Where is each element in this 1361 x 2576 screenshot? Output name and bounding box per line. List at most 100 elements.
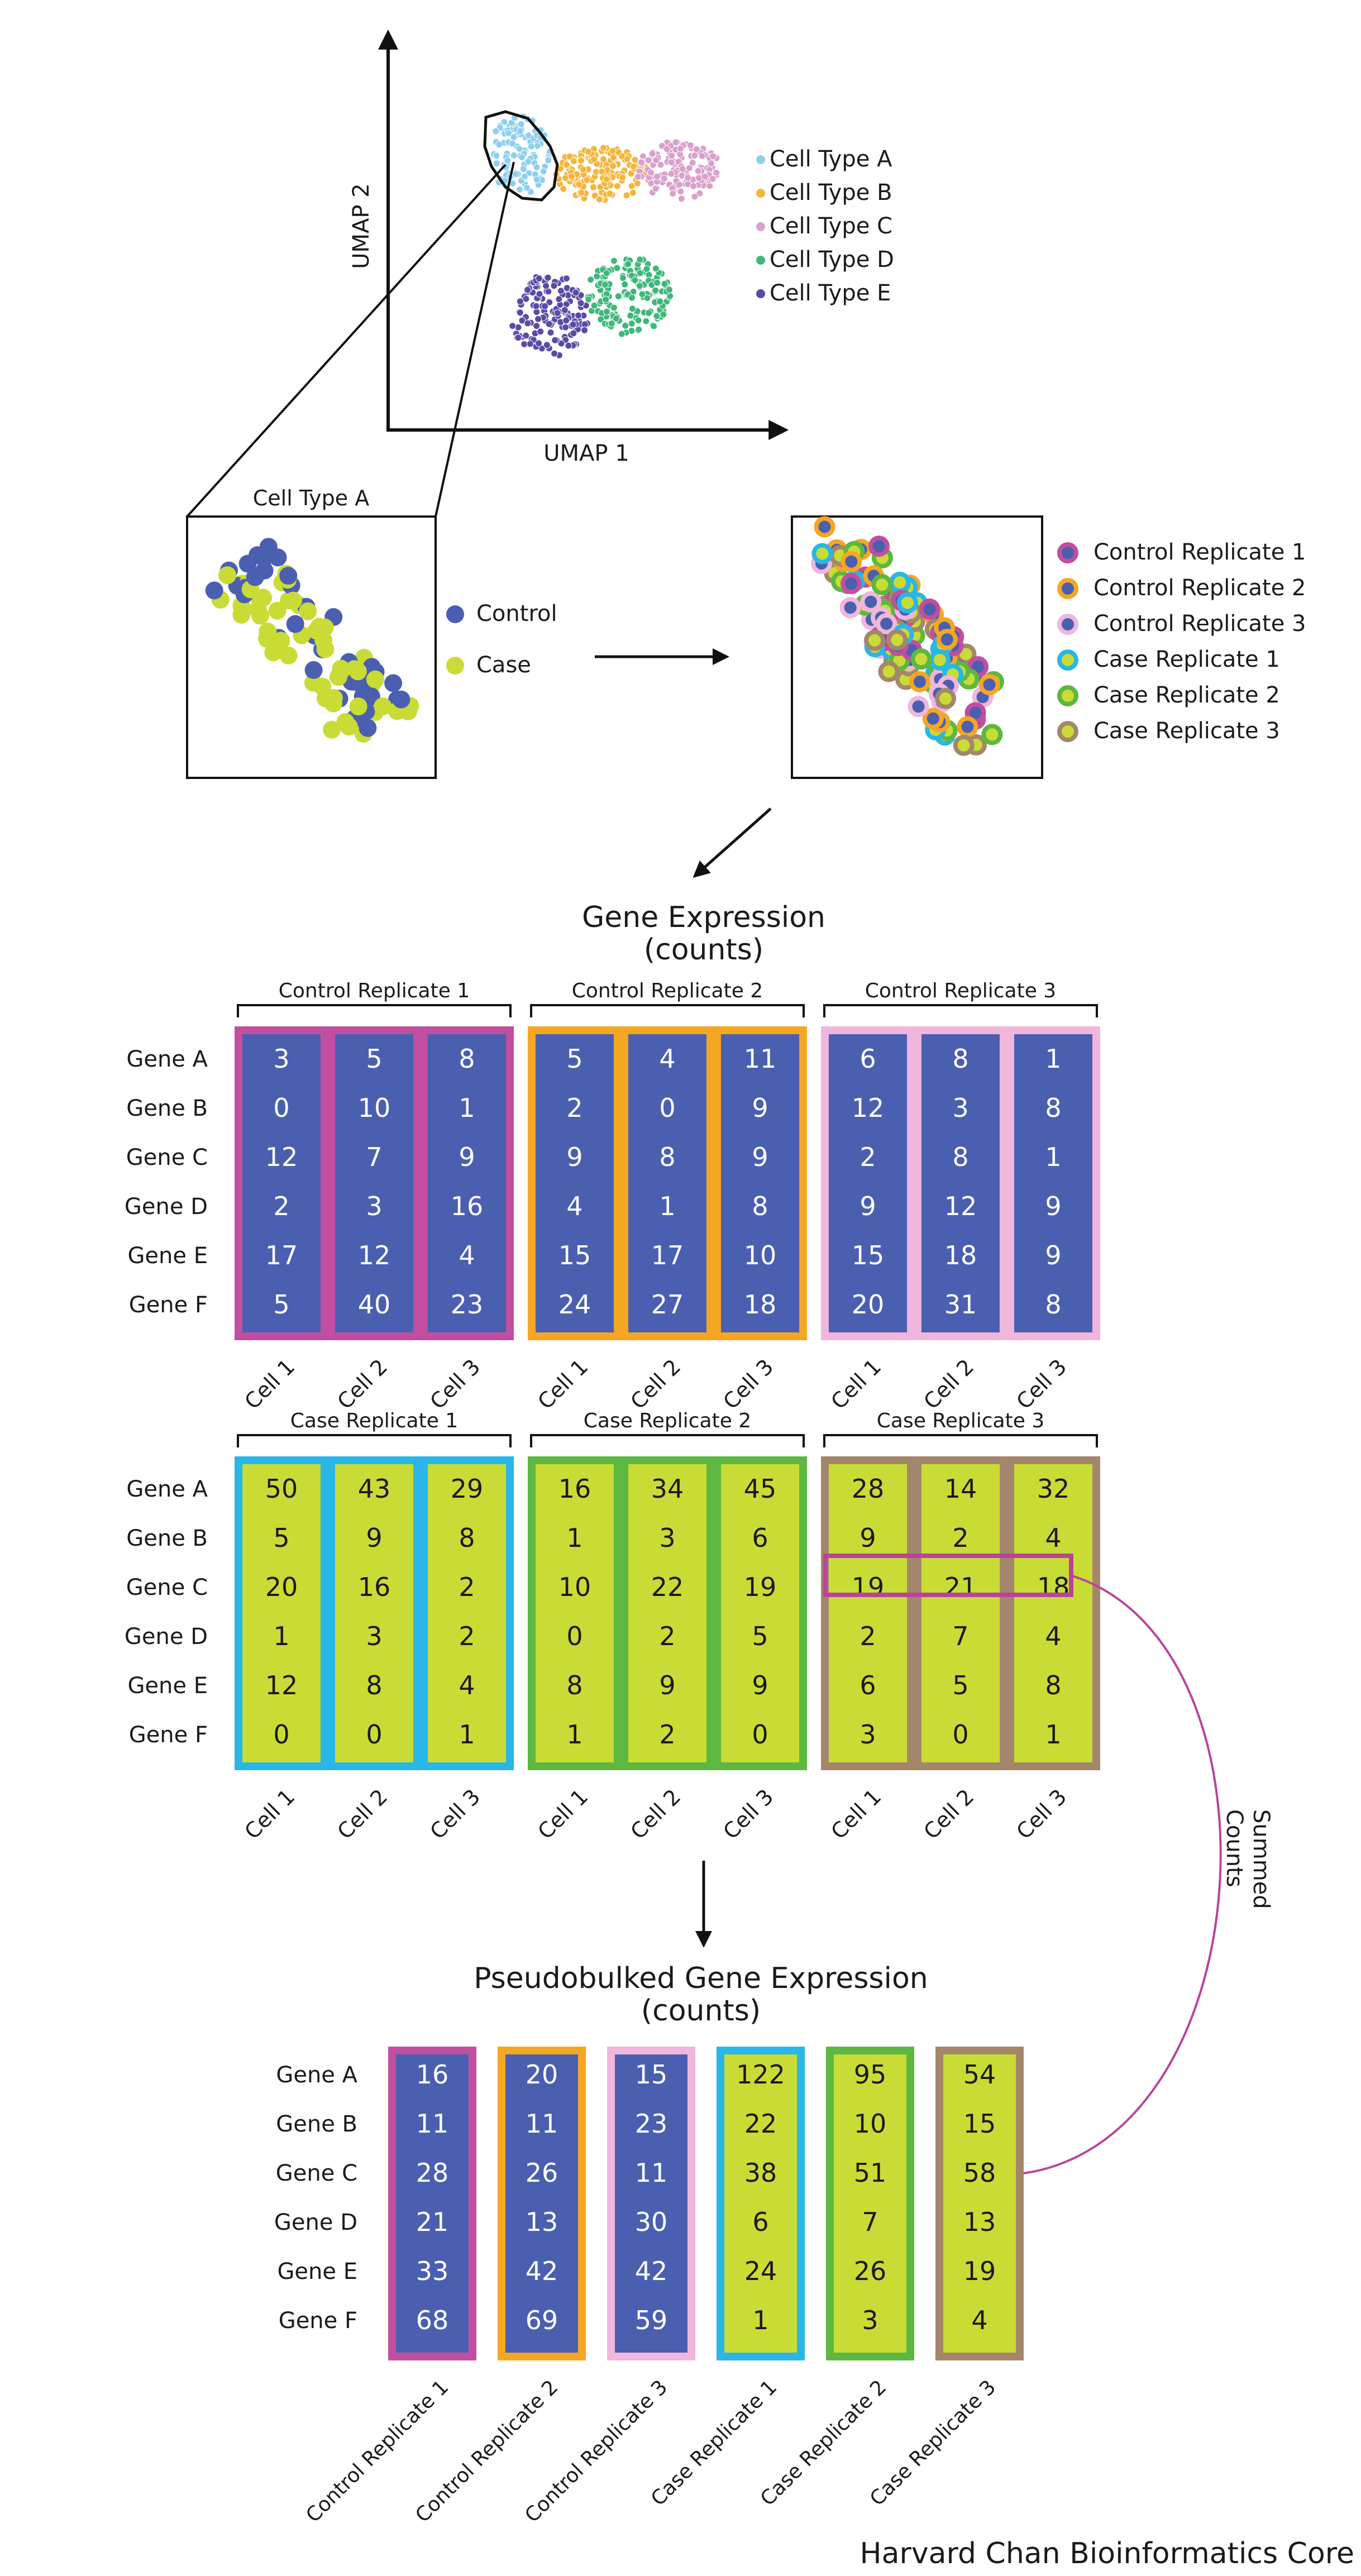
umap-cell-dot	[537, 328, 545, 336]
count-value: 0	[566, 1621, 582, 1651]
umap-cell-dot	[603, 308, 610, 316]
pseudobulk-value: 11	[526, 2109, 558, 2139]
umap-cell-dot	[600, 144, 608, 152]
count-value: 20	[265, 1572, 298, 1602]
umap-cell-dot	[517, 120, 525, 128]
pseudobulk-value: 16	[416, 2059, 449, 2090]
count-value: 3	[366, 1621, 382, 1651]
umap-cell-dot	[691, 152, 699, 159]
umap-cell-dot	[516, 309, 524, 317]
legend-dot-icon	[446, 657, 464, 675]
umap-cell-dot	[505, 129, 513, 137]
replicate-cell-dot	[953, 734, 975, 756]
control-case-dots	[205, 538, 419, 743]
umap-cell-dot	[713, 169, 720, 176]
umap-cell-dot	[623, 192, 631, 199]
pseudobulk-column	[943, 2054, 1016, 2353]
gene-label: Gene B	[126, 1526, 208, 1551]
umap-cell-dot	[584, 148, 592, 156]
count-value: 3	[952, 1093, 968, 1123]
umap-cell-dot	[575, 180, 583, 188]
count-value: 8	[366, 1670, 382, 1700]
case-cell-dot	[258, 629, 276, 648]
cell-type-a-outline	[483, 110, 559, 202]
umap-cell-dot	[561, 306, 569, 314]
count-value: 1	[1045, 1719, 1061, 1750]
count-value: 16	[558, 1474, 591, 1504]
count-value: 1	[1045, 1044, 1061, 1074]
replicate-cell-dot	[909, 671, 930, 692]
cell-label: Cell 2	[625, 1354, 685, 1414]
count-value: 5	[273, 1523, 289, 1553]
legend-dot-icon	[1057, 578, 1078, 599]
replicate-legend-label: Case Replicate 1	[1093, 647, 1280, 672]
umap-cell-dot	[524, 157, 532, 165]
umap-cell-dot	[614, 293, 622, 300]
count-value: 9	[859, 1523, 876, 1553]
umap-cell-dot	[519, 165, 527, 173]
group-label: Control Replicate 3	[865, 979, 1056, 1002]
umap-cell-dot	[543, 341, 551, 349]
count-value: 20	[852, 1289, 885, 1320]
replicate-cell-dot	[908, 696, 929, 718]
count-value: 10	[558, 1572, 591, 1602]
pseudobulk-value: 7	[862, 2207, 878, 2237]
pseudobulk-value: 4	[971, 2305, 987, 2335]
count-value: 24	[558, 1289, 591, 1320]
count-value: 8	[659, 1142, 675, 1172]
count-value: 8	[952, 1044, 968, 1074]
case-cell-dot	[268, 601, 286, 620]
count-value: 6	[859, 1670, 876, 1700]
umap-cell-dot	[535, 275, 543, 283]
pseudobulk-value: 13	[963, 2207, 996, 2237]
cell-label: Cell 2	[625, 1784, 685, 1844]
umap-cell-dot	[642, 317, 650, 325]
legend-dot-icon	[756, 256, 765, 265]
umap-cell-dot	[533, 322, 541, 330]
control-cell-dot	[255, 548, 274, 567]
legend-dot-icon	[1057, 685, 1078, 706]
replicate-cell-dot	[910, 648, 932, 670]
count-value: 1	[566, 1523, 582, 1553]
legend-dot-icon	[1057, 649, 1078, 671]
count-value: 5	[752, 1621, 768, 1651]
count-value: 9	[1045, 1240, 1061, 1270]
gene-label: Gene B	[126, 1096, 208, 1121]
pseudobulk-value: 10	[854, 2109, 887, 2139]
control-cell-dot	[279, 567, 298, 585]
count-value: 5	[566, 1044, 582, 1074]
count-value: 32	[1037, 1474, 1070, 1504]
umap-cell-dot	[565, 342, 572, 350]
umap-cell-dot	[636, 256, 644, 264]
cell-label: Cell 3	[425, 1354, 485, 1414]
count-value: 3	[659, 1523, 675, 1553]
legend-dot-icon	[1057, 614, 1078, 635]
count-value: 0	[366, 1719, 382, 1750]
count-value: 4	[1045, 1621, 1061, 1651]
umap-cell-dot	[535, 340, 543, 347]
control-cell-dot	[205, 581, 223, 600]
replicate-cell-dot	[876, 613, 897, 634]
umap-cell-dot	[566, 152, 574, 160]
umap-cell-dot	[667, 170, 675, 178]
umap-cell-dot	[569, 321, 577, 328]
umap-cell-dot	[492, 127, 500, 135]
group-bracket	[237, 1434, 512, 1447]
umap-cell-dot	[493, 160, 500, 168]
case-cell-dot	[316, 640, 335, 658]
umap-cell-dot	[553, 309, 561, 317]
replicate-cell-dot	[864, 629, 886, 651]
count-value: 8	[566, 1670, 582, 1700]
umap-cell-dot	[652, 156, 660, 164]
pseudobulk-subtitle: (counts)	[641, 1994, 761, 2028]
cell-column	[829, 1034, 907, 1332]
count-value: 0	[273, 1093, 289, 1123]
summed-counts-label: Summed Counts	[1221, 1809, 1274, 1916]
case-cell-dot	[279, 646, 298, 665]
umap-cell-dot	[550, 282, 558, 290]
count-value: 19	[744, 1572, 777, 1602]
umap-cell-dot	[610, 304, 618, 312]
count-value: 11	[744, 1044, 777, 1074]
